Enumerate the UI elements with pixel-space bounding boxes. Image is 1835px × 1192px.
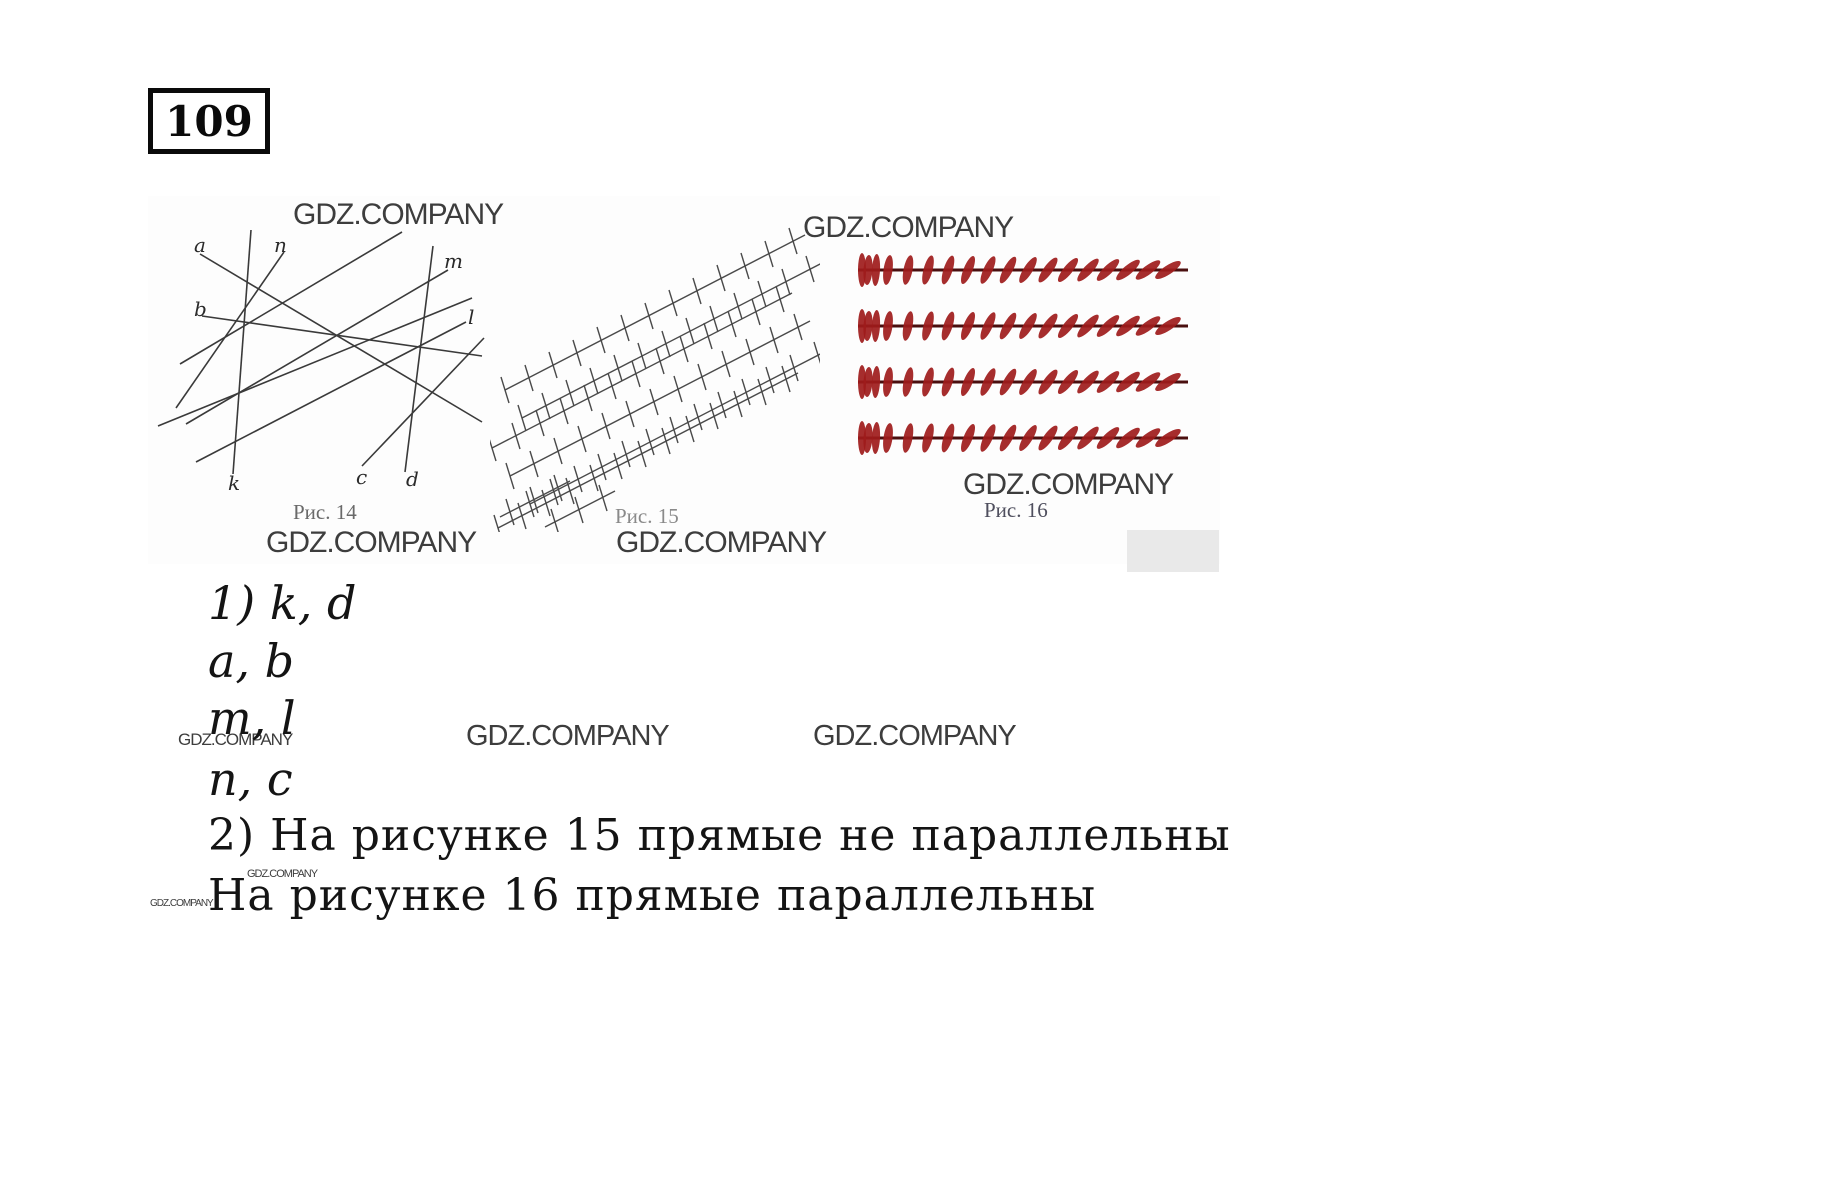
line-label-d: d xyxy=(406,467,419,491)
figure-14-crossing-lines: a n m b l k c d xyxy=(157,229,485,495)
watermark-text: GDZ.COMPANY xyxy=(813,720,1017,752)
line-label-k: k xyxy=(228,471,240,495)
figure-16-caption: Рис. 16 xyxy=(984,498,1048,522)
figure-14-caption: Рис. 14 xyxy=(293,500,357,524)
answer-line-6: На рисунке 16 прямые параллельны xyxy=(208,870,1097,921)
line-label-a: a xyxy=(194,233,206,257)
answer-line-4: n, c xyxy=(208,752,293,806)
problem-number-box: 109 xyxy=(148,88,270,154)
watermark-text: GDZ.COMPANY xyxy=(803,211,1014,244)
answer-line-5: 2) На рисунке 15 прямые не параллельны xyxy=(208,810,1231,861)
scan-gray-artifact xyxy=(1127,530,1219,572)
problem-number: 109 xyxy=(165,96,253,146)
watermark-text: GDZ.COMPANY xyxy=(963,468,1174,501)
figure-15-hatched-lines xyxy=(490,227,820,532)
watermark-text: GDZ.COMPANY xyxy=(616,526,827,559)
figure-16-red-strokes xyxy=(858,251,1190,457)
figure-15-caption: Рис. 15 xyxy=(615,504,679,528)
watermark-text: GDZ.COMPANY xyxy=(466,720,670,752)
line-label-l: l xyxy=(468,305,474,329)
line-label-n: n xyxy=(274,233,287,257)
watermark-text: GDZ.COMPANY xyxy=(293,198,504,231)
line-label-c: c xyxy=(356,465,367,489)
watermark-text: GDZ.COMPANY xyxy=(247,868,318,880)
scan-background xyxy=(148,196,1220,564)
answer-line-3: m, l xyxy=(208,691,296,745)
answer-line-2: a, b xyxy=(208,634,295,688)
line-label-b: b xyxy=(194,297,207,321)
line-label-m: m xyxy=(444,249,463,273)
watermark-text: GDZ.COMPANY xyxy=(266,526,477,559)
answer-line-1: 1) k, d xyxy=(208,576,357,630)
watermark-text: GDZ.COMPANY xyxy=(150,898,214,909)
watermark-text: GDZ.COMPANY xyxy=(178,730,293,749)
